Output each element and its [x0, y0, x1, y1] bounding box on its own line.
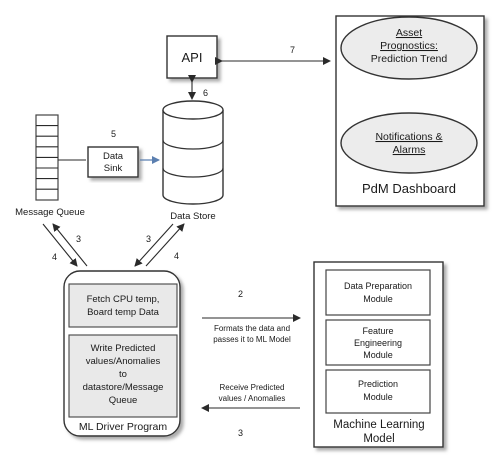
- ml-to-driver-text-2: values / Anomalies: [219, 394, 286, 403]
- edge-mq-to-driver: [42, 223, 78, 267]
- oval-asset-prognostics: Asset Prognostics: Prediction Trend: [340, 16, 478, 80]
- module-feature-line-2: Engineering: [354, 338, 402, 348]
- driver-to-ml-text-1: Formats the data and: [214, 324, 290, 333]
- write-line-5: Queue: [109, 395, 138, 406]
- edge-label-7: 7: [290, 45, 295, 55]
- dashboard-title: PdM Dashboard: [362, 181, 456, 196]
- data-store-cylinder: [162, 100, 224, 205]
- edge-label-mq-3: 3: [76, 234, 81, 244]
- write-line-4: datastore/Message: [83, 382, 164, 393]
- oval-notif-line-1: Notifications &: [375, 131, 442, 143]
- oval-notif-line-2: Alarms: [393, 144, 426, 156]
- message-queue-stack: [35, 114, 59, 201]
- oval-asset-line-1: Asset: [396, 27, 422, 39]
- message-queue-label: Message Queue: [15, 207, 85, 218]
- write-line-1: Write Predicted: [91, 343, 156, 354]
- module-data-prep-line-2: Module: [363, 294, 393, 304]
- ml-to-driver-text-1: Receive Predicted: [220, 383, 285, 392]
- data-store-label: Data Store: [170, 211, 215, 222]
- write-line-3: to: [119, 369, 127, 380]
- module-feature-line-1: Feature: [362, 326, 393, 336]
- ml-model: Data Preparation Module Feature Engineer…: [313, 261, 444, 448]
- fetch-line-2: Board temp Data: [87, 307, 160, 318]
- oval-asset-line-3: Prediction Trend: [371, 53, 448, 65]
- api-label: API: [182, 50, 203, 65]
- edge-label-store-4: 4: [174, 251, 179, 261]
- edge-store-to-driver: [134, 223, 174, 267]
- pdm-dashboard: Asset Prognostics: Prediction Trend Noti…: [335, 15, 485, 207]
- driver-to-ml-text-2: passes it to ML Model: [213, 335, 291, 344]
- data-sink-line-1: Data: [103, 151, 124, 162]
- oval-notifications-alarms: Notifications & Alarms: [340, 112, 478, 174]
- edge-label-3-bottom: 3: [238, 428, 243, 438]
- module-prediction-line-2: Module: [363, 392, 393, 402]
- oval-asset-line-2: Prognostics:: [380, 40, 438, 52]
- module-prediction-line-1: Prediction: [358, 379, 398, 389]
- write-line-2: values/Anomalies: [86, 356, 161, 367]
- module-data-prep-line-1: Data Preparation: [344, 281, 412, 291]
- edge-label-store-3: 3: [146, 234, 151, 244]
- edge-label-2: 2: [238, 289, 243, 299]
- edge-label-6: 6: [203, 88, 208, 98]
- edge-label-5: 5: [111, 129, 116, 139]
- edge-driver-to-mq: [52, 223, 88, 267]
- api-node: API: [166, 35, 218, 79]
- data-sink-node: Data Sink: [87, 146, 139, 178]
- ml-driver-program: Fetch CPU temp, Board temp Data Write Pr…: [63, 270, 181, 437]
- edge-driver-to-store: [145, 223, 185, 267]
- data-sink-line-2: Sink: [104, 163, 123, 174]
- driver-title: ML Driver Program: [79, 421, 168, 433]
- ml-model-title-line-2: Model: [363, 433, 394, 445]
- module-feature-line-3: Module: [363, 350, 393, 360]
- ml-model-title-line-1: Machine Learning: [333, 419, 424, 431]
- fetch-line-1: Fetch CPU temp,: [87, 294, 160, 305]
- edge-label-mq-4: 4: [52, 252, 57, 262]
